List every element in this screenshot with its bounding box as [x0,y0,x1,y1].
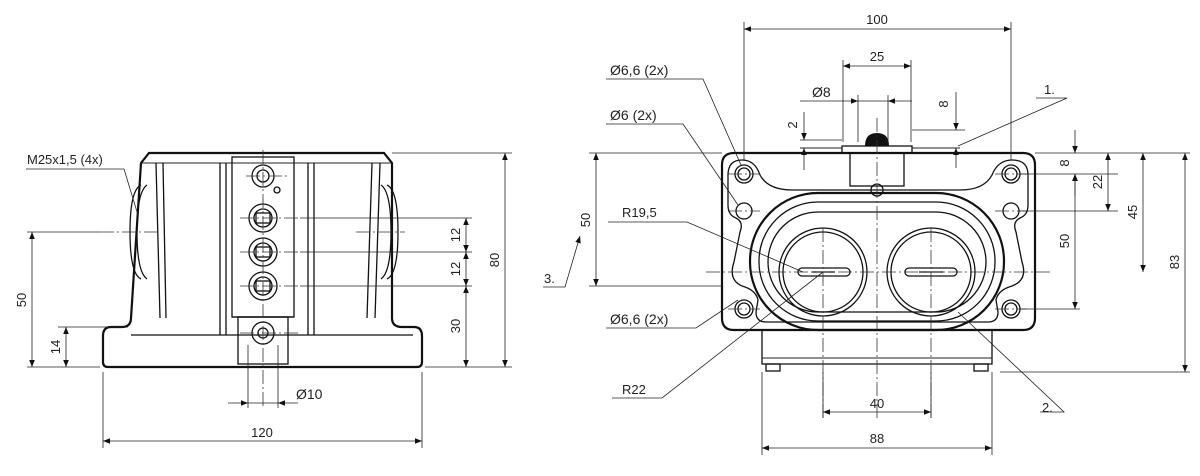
label-hole-6: Ø6 (2x) [610,107,657,123]
label-50-right: 50 [1057,234,1072,248]
led-indicator [865,133,889,146]
base-plate-outline [720,151,1037,332]
label-phi8: Ø8 [812,84,831,100]
label-45: 45 [1125,205,1140,219]
label-12a: 12 [448,228,463,242]
label-22: 22 [1090,175,1105,189]
label-50-right-view-left: 50 [578,213,593,227]
label-40: 40 [870,396,884,411]
label-25: 25 [870,49,884,64]
label-120: 120 [251,425,273,440]
label-14: 14 [48,340,63,354]
label-88: 88 [870,431,884,446]
label-hole-66-bottom: Ø6,6 (2x) [610,311,668,327]
left-view: M25x1,5 (4x) 120 80 50 14 30 12 12 Ø10 [14,150,512,448]
right-view: 100 25 Ø8 8 2 Ø6,6 (2x) Ø6 (2x) R19,5 50… [543,12,1190,455]
label-r195: R19,5 [622,205,657,220]
oval-housing-outer [748,191,1006,332]
label-thread: M25x1,5 (4x) [27,152,103,167]
label-8-top: 8 [936,100,951,107]
right-gland [386,184,399,280]
label-r22: R22 [622,382,646,397]
label-callout-2: 2. [1042,400,1053,415]
label-8-right: 8 [1057,159,1072,166]
plate-inner-profile [727,159,1029,323]
label-12b: 12 [448,262,463,276]
label-2: 2 [785,121,800,128]
label-callout-1: 1. [1044,82,1055,97]
label-80: 80 [487,253,502,267]
label-100: 100 [866,12,888,27]
label-hole-66-top: Ø6,6 (2x) [610,62,668,78]
oval-housing-inner [758,201,996,322]
label-50-left: 50 [14,293,29,307]
label-30: 30 [448,319,463,333]
label-callout-3: 3. [544,271,555,286]
label-83: 83 [1167,255,1182,269]
label-phi10: Ø10 [296,386,323,402]
